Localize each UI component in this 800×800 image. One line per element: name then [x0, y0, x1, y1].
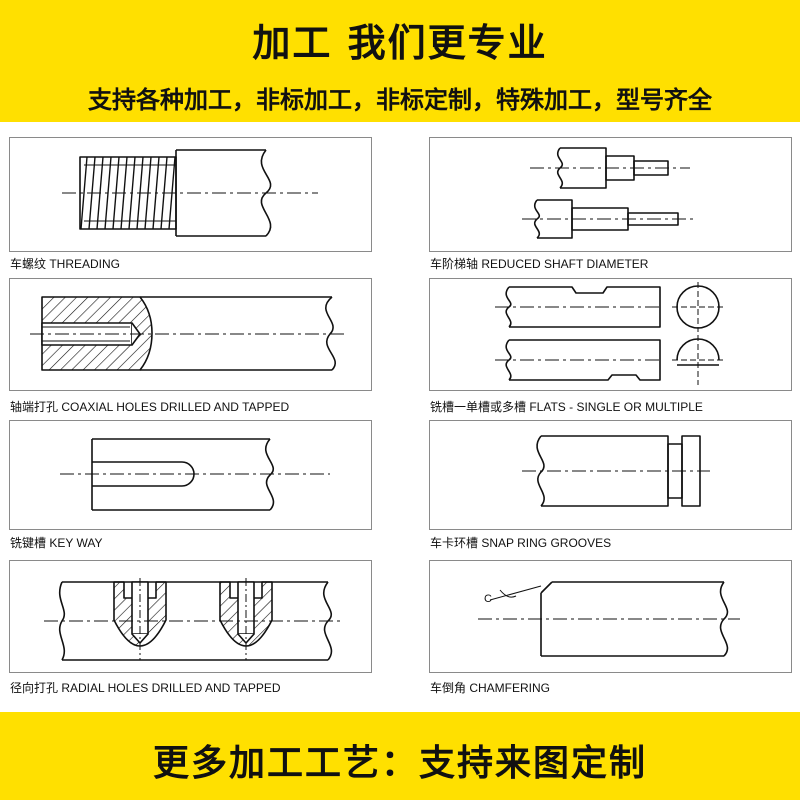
coaxial-holes-drawing	[30, 296, 344, 371]
panel-flats	[429, 278, 792, 391]
panel-snap-ring	[429, 420, 792, 530]
chamfering-drawing	[478, 581, 740, 657]
caption-chamfering: 车倒角 CHAMFERING	[430, 681, 551, 695]
caption-reduced-shaft: 车阶梯轴 REDUCED SHAFT DIAMETER	[430, 257, 649, 271]
caption-radial-holes: 径向打孔 RADIAL HOLES DRILLED AND TAPPED	[10, 681, 281, 695]
caption-threading: 车螺纹 THREADING	[10, 257, 121, 271]
header-banner: 加工 我们更专业 支持各种加工，非标加工，非标定制，特殊加工，型号齐全	[0, 0, 800, 122]
chamfer-label: C	[484, 593, 492, 605]
panel-threading	[9, 137, 372, 252]
flats-drawing	[495, 282, 724, 385]
panel-radial-holes	[9, 560, 372, 673]
caption-snap-ring: 车卡环槽 SNAP RING GROOVES	[430, 536, 612, 550]
caption-flats: 铣槽一单槽或多槽 FLATS - SINGLE OR MULTIPLE	[430, 400, 703, 414]
radial-holes-drawing	[44, 578, 344, 661]
reduced-shaft-drawing	[522, 147, 693, 239]
header-title: 加工 我们更专业	[252, 21, 548, 65]
caption-coaxial-holes: 轴端打孔 COAXIAL HOLES DRILLED AND TAPPED	[10, 400, 290, 414]
threading-drawing	[62, 149, 318, 237]
keyway-drawing	[60, 438, 330, 511]
panel-chamfering	[429, 560, 792, 673]
footer-banner: 更多加工工艺：支持来图定制	[0, 712, 800, 800]
snap-ring-drawing	[522, 435, 710, 507]
footer-title: 更多加工工艺：支持来图定制	[152, 743, 647, 784]
header-subtitle: 支持各种加工，非标加工，非标定制，特殊加工，型号齐全	[88, 86, 712, 114]
caption-keyway: 铣键槽 KEY WAY	[10, 536, 103, 550]
